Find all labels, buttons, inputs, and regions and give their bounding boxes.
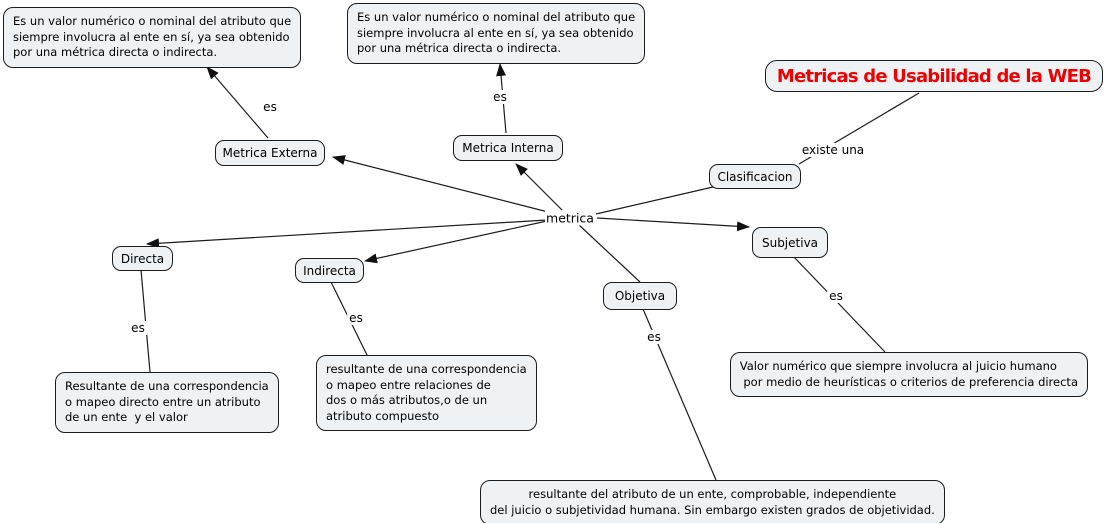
edge-metrica-to-externa <box>332 155 553 214</box>
concept-subjetiva[interactable]: Subjetiva <box>752 227 828 258</box>
link-label-es-externa[interactable]: es <box>261 100 279 114</box>
concept-clasificacion[interactable]: Clasificacion <box>709 164 801 189</box>
description-box-objetiva[interactable]: resultante del atributo de un ente, comp… <box>480 480 945 523</box>
link-label-es-objetiva[interactable]: es <box>645 330 663 344</box>
concept-metrica-root[interactable]: metrica <box>545 210 595 226</box>
edge-externa-to-definition <box>206 66 269 139</box>
link-label-es-interna[interactable]: es <box>491 90 509 104</box>
edge-subjetiva-to-description <box>792 255 886 353</box>
concept-indirecta[interactable]: Indirecta <box>295 258 364 283</box>
concept-metrica-interna[interactable]: Metrica Interna <box>453 135 563 161</box>
concept-directa[interactable]: Directa <box>112 246 173 271</box>
description-box-subjetiva[interactable]: Valor numérico que siempre involucra al … <box>729 352 1088 397</box>
edge-metrica-to-indirecta <box>364 220 548 264</box>
edge-metrica-to-objetiva <box>577 223 641 283</box>
link-label-es-directa[interactable]: es <box>129 321 147 335</box>
edge-metrica-to-directa <box>146 219 548 249</box>
link-label-es-subjetiva[interactable]: es <box>827 289 845 303</box>
edge-metrica-to-interna <box>515 163 563 211</box>
concept-objetiva[interactable]: Objetiva <box>603 282 677 310</box>
description-box-directa[interactable]: Resultante de una correspondencia o mape… <box>55 372 279 433</box>
edge-metrica-to-subjetiva <box>596 217 750 232</box>
link-label-es-indirecta[interactable]: es <box>347 311 365 325</box>
description-box-metrica-interna[interactable]: Es un valor numérico o nominal del atrib… <box>347 3 646 64</box>
description-box-indirecta[interactable]: resultante de una correspondencia o mape… <box>316 355 537 431</box>
link-label-existe-una[interactable]: existe una <box>799 143 867 157</box>
map-title-node[interactable]: Metricas de Usabilidad de la WEB <box>765 60 1103 92</box>
concept-metrica-externa[interactable]: Metrica Externa <box>215 140 325 166</box>
description-box-metrica-externa[interactable]: Es un valor numérico o nominal del atrib… <box>3 7 302 68</box>
edge-clasificacion-to-metrica <box>595 186 714 215</box>
